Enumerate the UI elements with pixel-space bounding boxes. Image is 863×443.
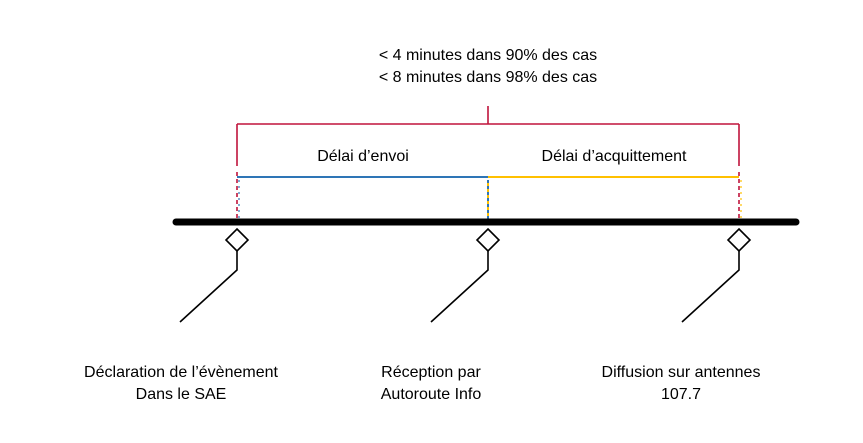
event-label-line-1: Déclaration de l’évènement	[84, 364, 278, 381]
callout-leader	[430, 251, 489, 323]
event-label-line-1: Réception par	[381, 364, 481, 381]
event-marker-declaration	[179, 227, 250, 323]
event-label-line-2: 107.7	[660, 386, 702, 403]
event-marker-reception	[430, 227, 501, 323]
callout-leader	[179, 251, 238, 323]
event-label-broadcast: Diffusion sur antennes 107.7	[602, 362, 761, 406]
event-marker-broadcast	[681, 227, 752, 323]
callout-leader	[681, 251, 740, 323]
sla-note: < 4 minutes dans 90% des cas < 8 minutes…	[379, 45, 597, 89]
sla-note-line-1: < 4 minutes dans 90% des cas	[378, 47, 598, 64]
event-label-line-2: Dans le SAE	[135, 386, 227, 403]
diamond-icon	[475, 227, 501, 253]
total-delay-bracket	[236, 106, 740, 222]
event-label-declaration: Déclaration de l’évènement Dans le SAE	[84, 362, 278, 406]
event-label-reception: Réception par Autoroute Info	[381, 362, 482, 406]
diamond-icon	[224, 227, 250, 253]
event-label-line-1: Diffusion sur antennes	[601, 364, 761, 381]
diamond-icon	[726, 227, 752, 253]
sla-note-line-2: < 8 minutes dans 98% des cas	[378, 69, 598, 86]
ack-delay-label: Délai d’acquittement	[541, 148, 687, 165]
event-label-line-2: Autoroute Info	[380, 386, 482, 403]
send-delay-label: Délai d’envoi	[317, 148, 409, 165]
